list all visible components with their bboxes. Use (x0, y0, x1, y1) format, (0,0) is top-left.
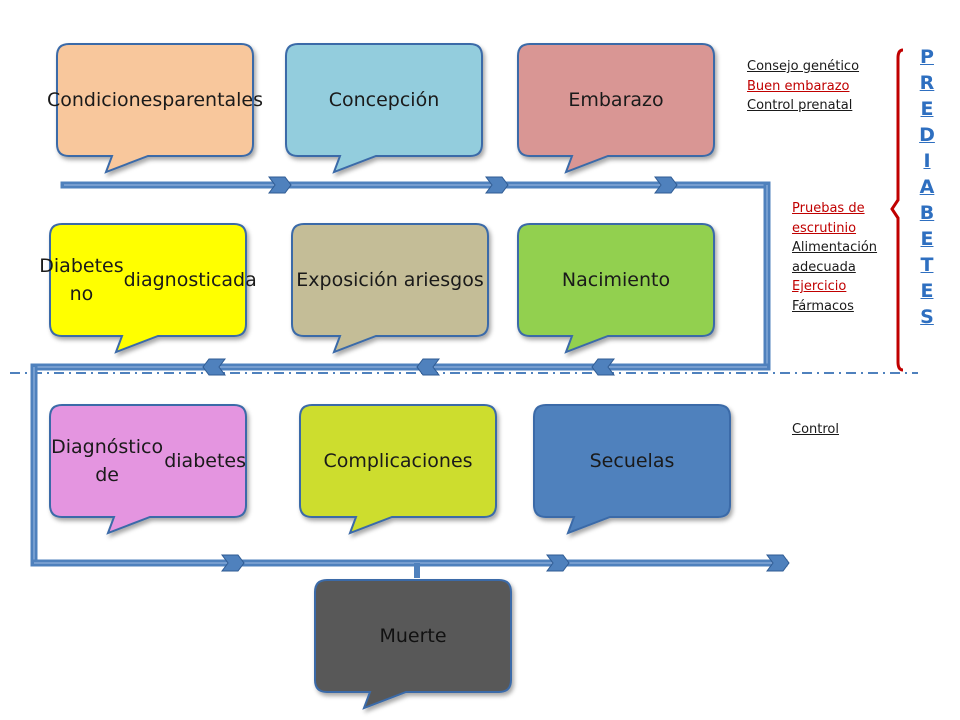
prediabetes-letter: D (919, 124, 935, 146)
intervention-item: adecuada (792, 259, 856, 275)
intervention-item: Control (792, 422, 839, 437)
muerte-box (314, 579, 512, 710)
condiciones-parentales-box (56, 43, 254, 174)
intervention-item: Ejercicio (792, 279, 847, 294)
secuelas-box (533, 404, 731, 535)
prediabetes-letter: A (919, 176, 935, 198)
prediabetes-letter: S (920, 306, 934, 328)
intervention-item: Pruebas de (792, 201, 865, 216)
prediabetes-letter: E (920, 228, 934, 250)
prediabetes-bracket (890, 48, 904, 372)
intervention-item: Fármacos (792, 298, 854, 314)
exposicion-a-riesgos-box (291, 223, 489, 354)
diagnostico-de-diabetes-box (49, 404, 247, 535)
prediabetes-letter: E (920, 98, 934, 120)
stage-3-interventions: Control (792, 420, 839, 440)
prediabetes-letter: T (920, 254, 934, 276)
chevron-left-icon (202, 358, 226, 376)
chevron-right-icon (654, 176, 678, 194)
chevron-left-icon (591, 358, 615, 376)
chevron-right-icon (485, 176, 509, 194)
intervention-item: Control prenatal (747, 98, 853, 113)
intervention-item: Alimentación (792, 240, 878, 255)
concepcion-box (285, 43, 483, 174)
intervention-item: Buen embarazo (747, 78, 850, 94)
embarazo-box (517, 43, 715, 174)
prediabetes-letter: P (920, 46, 934, 68)
prediabetes-letter: E (920, 280, 934, 302)
nacimiento-box (517, 223, 715, 354)
chevron-left-icon (416, 358, 440, 376)
chevron-right-icon (766, 554, 790, 572)
chevron-right-icon (221, 554, 245, 572)
intervention-item: escrutinio (792, 220, 857, 236)
chevron-right-icon (546, 554, 570, 572)
prediabetes-letter: B (919, 202, 935, 224)
chevron-right-icon (268, 176, 292, 194)
complicaciones-box (299, 404, 497, 535)
prediabetes-letter: R (919, 72, 935, 94)
diabetes-no-diagnosticada-box (49, 223, 247, 354)
prediabetes-letter: I (923, 150, 931, 172)
intervention-item: Consejo genético (747, 59, 860, 74)
